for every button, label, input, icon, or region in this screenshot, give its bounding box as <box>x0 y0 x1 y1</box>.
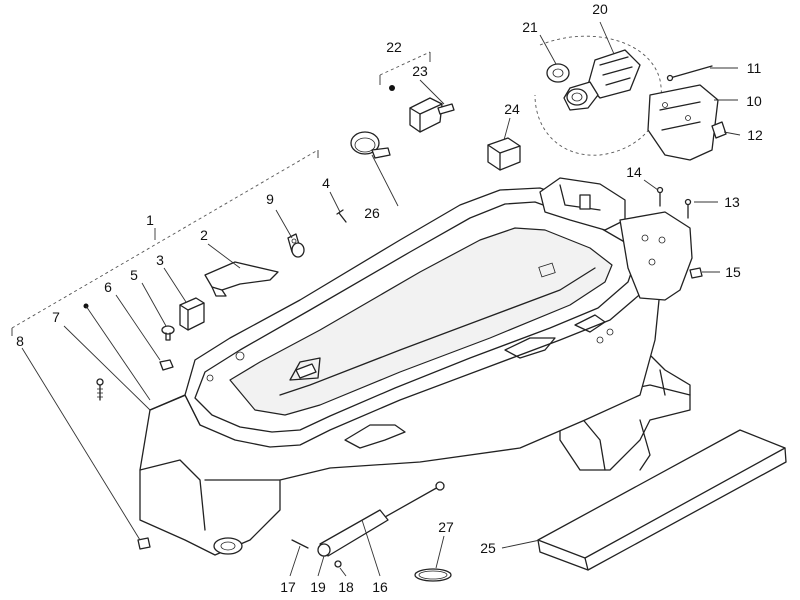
part-15-nut <box>689 267 703 279</box>
callout-16: 16 <box>372 579 388 595</box>
part-7-screw <box>96 378 104 401</box>
callout-12: 12 <box>747 127 763 143</box>
callout-25: 25 <box>480 540 496 556</box>
callout-7: 7 <box>52 309 60 325</box>
part-27-band-clamp <box>414 568 452 582</box>
callout-8: 8 <box>16 333 24 349</box>
callout-23: 23 <box>412 63 428 79</box>
part-25-mat <box>537 429 787 571</box>
callout-27: 27 <box>438 519 454 535</box>
callout-9: 9 <box>266 191 274 207</box>
callout-1: 1 <box>146 212 154 228</box>
part-8-clip <box>137 537 151 550</box>
part-12-clip <box>711 121 727 139</box>
callout-21: 21 <box>522 19 538 35</box>
part-11-pin <box>666 65 713 82</box>
callout-6: 6 <box>104 279 112 295</box>
part-13-screw <box>684 198 692 219</box>
callout-labels: 1 2 3 4 5 6 7 8 9 10 11 12 13 14 15 16 1… <box>16 1 763 595</box>
callout-13: 13 <box>724 194 740 210</box>
callout-2: 2 <box>200 227 208 243</box>
callout-19: 19 <box>310 579 326 595</box>
part-20-21-lock-assembly <box>534 35 662 156</box>
callout-24: 24 <box>504 101 520 117</box>
callout-5: 5 <box>130 267 138 283</box>
part-22-latch <box>389 85 443 133</box>
part-17-pin <box>291 539 309 549</box>
callout-10: 10 <box>746 93 762 109</box>
part-4-screw <box>336 209 347 223</box>
callout-15: 15 <box>725 264 741 280</box>
part-6-nut <box>159 359 174 371</box>
callout-17: 17 <box>280 579 296 595</box>
part-24-block <box>487 137 521 171</box>
part-3-pad <box>179 297 205 331</box>
part-10-lock-bracket <box>647 84 719 161</box>
part-18-nut <box>334 560 342 568</box>
part-14-screw <box>656 186 664 207</box>
part-23-pin <box>437 103 455 115</box>
part-26-hose-clamp <box>350 131 391 159</box>
part-5-clip <box>161 325 175 341</box>
part-9-clamp <box>287 233 305 258</box>
callout-11: 11 <box>747 60 762 76</box>
callout-20: 20 <box>592 1 608 17</box>
callout-3: 3 <box>156 252 164 268</box>
callout-26: 26 <box>364 205 380 221</box>
part-16-gas-strut <box>317 481 445 557</box>
callout-14: 14 <box>626 164 642 180</box>
callout-22: 22 <box>386 39 402 55</box>
part-2-bracket <box>204 261 279 297</box>
callout-18: 18 <box>338 579 354 595</box>
leader-lines <box>11 21 741 577</box>
callout-4: 4 <box>322 175 330 191</box>
helmet-compartment-tub <box>139 177 693 556</box>
